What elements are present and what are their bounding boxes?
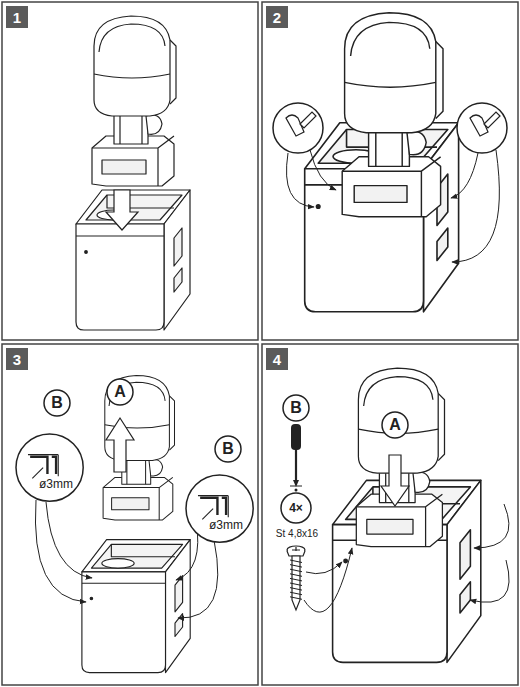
- screw-thread: [290, 583, 302, 586]
- hole-size: ø3mm: [209, 519, 243, 531]
- step-2-drawing: [457, 103, 507, 153]
- panel-frame: [262, 344, 518, 685]
- screwdriver-icon: [290, 424, 302, 492]
- screw-thread: [290, 569, 302, 572]
- step-number-text: 4: [273, 352, 281, 367]
- panel-frame: [2, 2, 258, 340]
- screw-thread: [290, 574, 302, 577]
- callout-circle: A: [381, 411, 409, 439]
- screwdriver-icon: [291, 424, 301, 450]
- screwdriver-icon: [295, 450, 297, 480]
- step-3-drawing: [46, 502, 92, 578]
- callout-circle-outline: [283, 395, 309, 421]
- drill-callout: ø3mm: [15, 433, 84, 502]
- callout-circle-outline: [281, 493, 311, 523]
- panel-frame: [2, 344, 258, 685]
- step-1-drawing: [106, 190, 138, 230]
- screw-drawing: [287, 546, 305, 610]
- step-2-drawing: [286, 153, 314, 207]
- step-3-drawing: [106, 418, 134, 472]
- screw-drawing: [292, 556, 300, 610]
- step-3-drawing: [35, 500, 86, 602]
- step-4-drawing: [356, 368, 444, 547]
- step-2-drawing: [286, 112, 500, 136]
- step-4-drawing: [304, 504, 509, 612]
- step-number: 3: [6, 348, 28, 370]
- screwdriver-icon: [290, 486, 302, 487]
- step-number: 2: [266, 6, 288, 28]
- screw-thread: [290, 560, 302, 599]
- step-number-text: 1: [13, 10, 21, 25]
- step-4-drawing: [474, 504, 509, 548]
- step-1-drawing: [76, 16, 190, 330]
- callout-letter: A: [389, 417, 401, 433]
- step-2-drawing: [310, 150, 336, 190]
- step-2-drawing: [286, 150, 499, 262]
- callout-letter: B: [51, 395, 63, 411]
- drill-hole-icon: [198, 496, 228, 518]
- step-4-drawing: [304, 548, 352, 612]
- screw-spec: St 4,8x16: [258, 528, 336, 539]
- step-2-drawing: [452, 150, 499, 262]
- panel-frame: [262, 2, 518, 340]
- callout-letter: A: [114, 384, 126, 400]
- callout-circle-outline: [186, 475, 253, 542]
- callout-circle: A: [106, 378, 134, 406]
- step-number-text: 3: [13, 352, 21, 367]
- callout-outline: [15, 433, 84, 502]
- callout-outline: [185, 474, 254, 543]
- callout-letter: B: [222, 441, 234, 457]
- step-2-drawing: [273, 103, 323, 153]
- callout-circle-outline: [382, 412, 408, 438]
- drill-hole-icon: [28, 455, 58, 479]
- step-4-drawing: [287, 368, 509, 662]
- step-4-drawing: [470, 560, 509, 602]
- step-1-drawing: [76, 190, 190, 330]
- step-3-drawing: [82, 540, 190, 673]
- step-2-drawing: [273, 13, 507, 312]
- step-2-drawing: [484, 112, 500, 128]
- callout-circle-outline: [215, 436, 241, 462]
- callout-circle: B: [214, 435, 242, 463]
- screw-thread: [290, 560, 302, 563]
- hole-size: ø3mm: [39, 478, 73, 490]
- step-2-drawing: [300, 112, 316, 128]
- callout-letter: 4×: [289, 502, 303, 514]
- step-2-drawing: [342, 13, 443, 217]
- screw-thread: [290, 565, 302, 568]
- screw-thread: [290, 597, 302, 600]
- screw-thread: [290, 592, 302, 595]
- step-4-drawing: [306, 562, 342, 574]
- step-3-drawing: [178, 540, 218, 618]
- screwdriver-icon: [295, 489, 298, 492]
- drill-hole-icon: [31, 457, 57, 474]
- step-number: 4: [266, 348, 288, 370]
- step-number: 1: [6, 6, 28, 28]
- screw-drawing: [287, 551, 305, 556]
- screw-thread: [290, 588, 302, 591]
- step-4-drawing: [381, 455, 409, 506]
- drill-hole-icon: [28, 455, 58, 477]
- callout-circle: B: [43, 389, 71, 417]
- step-number-text: 2: [273, 10, 281, 25]
- step-3-drawing: [103, 375, 174, 520]
- callout-circle-outline: [44, 390, 70, 416]
- drill-callout: ø3mm: [185, 474, 254, 543]
- callout-circle-outline: [107, 379, 133, 405]
- callout-letter: B: [290, 400, 302, 416]
- callout-circle: 4×: [280, 492, 312, 524]
- step-1-drawing: [92, 16, 176, 186]
- drill-hole-icon: [201, 498, 227, 515]
- callout-circle-outline: [16, 434, 83, 501]
- step-2-drawing: [451, 153, 478, 198]
- callout-circle: B: [282, 394, 310, 422]
- drill-hole-icon: [198, 496, 228, 520]
- screw-thread: [290, 578, 302, 581]
